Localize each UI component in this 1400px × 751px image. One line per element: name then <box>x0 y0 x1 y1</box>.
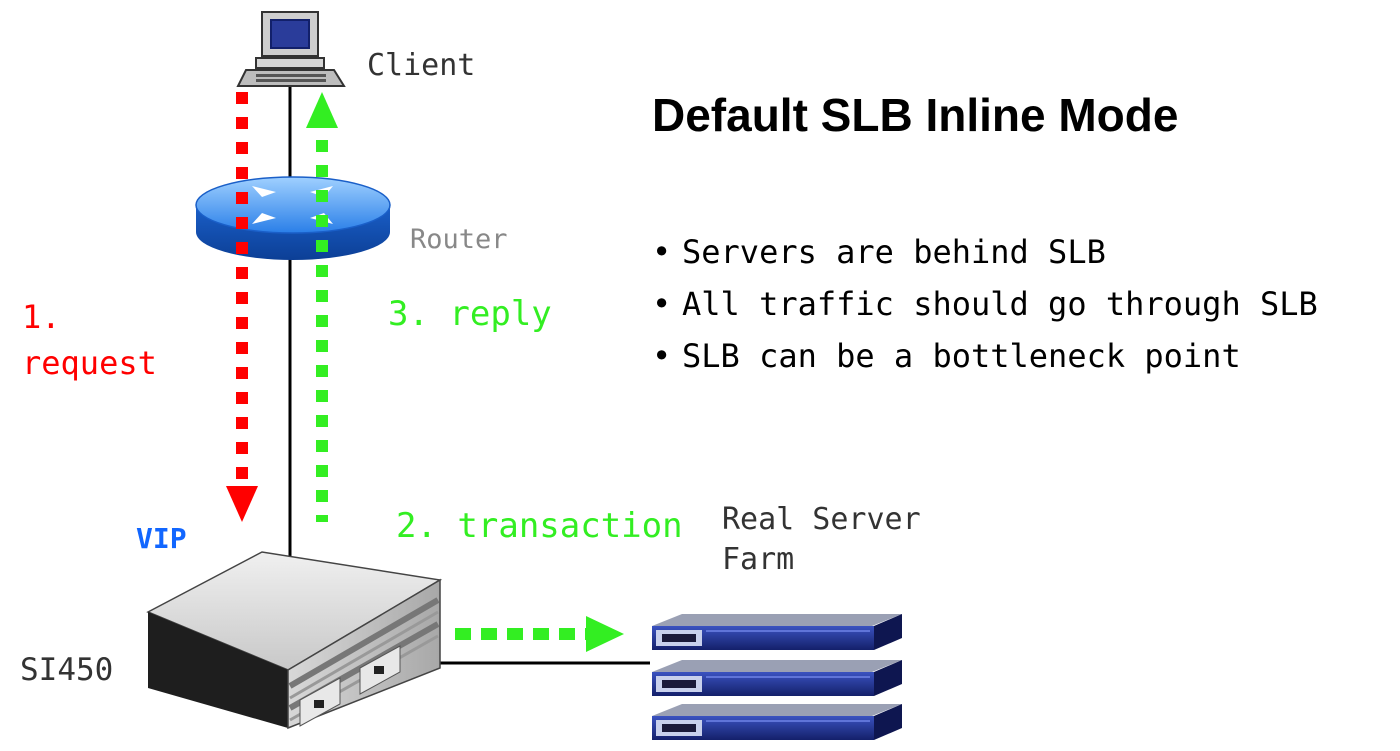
bullet-text: All traffic should go through SLB <box>682 285 1318 323</box>
server-farm-label-line1: Real Server <box>722 502 921 537</box>
computer-icon <box>236 11 346 87</box>
reply-arrow <box>306 92 338 522</box>
bullet-dot-icon: • <box>652 285 672 323</box>
request-arrow <box>226 92 258 522</box>
request-label: request <box>22 344 157 382</box>
bullet-item: • SLB can be a bottleneck point <box>652 330 1318 382</box>
bullet-text: Servers are behind SLB <box>682 233 1106 271</box>
bullet-item: • Servers are behind SLB <box>652 226 1318 278</box>
request-step-number: 1. <box>22 298 61 336</box>
device-label: SI450 <box>20 652 114 688</box>
vip-label: VIP <box>136 522 187 555</box>
router-icon <box>195 176 391 260</box>
transaction-label: 2. transaction <box>396 506 683 546</box>
diagram-title: Default SLB Inline Mode <box>652 89 1179 141</box>
server-farm-label: Real Server Farm <box>722 500 921 580</box>
transaction-arrow <box>455 616 624 652</box>
bullet-dot-icon: • <box>652 233 672 271</box>
reply-label: 3. reply <box>388 294 552 334</box>
bullet-list: • Servers are behind SLB • All traffic sho… <box>652 226 1318 382</box>
bullet-text: SLB can be a bottleneck point <box>682 337 1241 375</box>
switch-chassis-icon <box>146 551 443 730</box>
router-label: Router <box>410 224 508 255</box>
rack-server-icon <box>652 660 902 696</box>
rack-server-icon <box>652 704 902 740</box>
bullet-dot-icon: • <box>652 337 672 375</box>
rack-server-icon <box>652 614 902 650</box>
client-label: Client <box>367 48 476 83</box>
bullet-item: • All traffic should go through SLB <box>652 278 1318 330</box>
server-farm-label-line2: Farm <box>722 542 795 577</box>
